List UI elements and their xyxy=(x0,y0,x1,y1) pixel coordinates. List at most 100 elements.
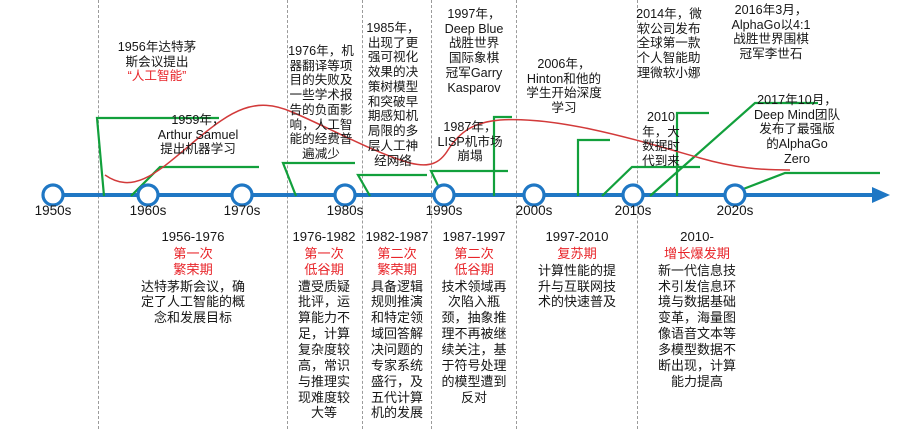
connector-2010 xyxy=(601,165,700,197)
anno-line: 提出机器学习 xyxy=(160,142,236,157)
anno-line: 层人工神 xyxy=(367,138,419,153)
phase-description: 达特茅斯会议，确定了人工智能的概念和发展目标 xyxy=(104,279,282,327)
phase-description-line: 颈，抽象推 xyxy=(441,310,507,326)
anno-line: Deep Blue xyxy=(444,21,504,36)
anno-line: 器翻译等项 xyxy=(289,58,353,73)
anno-line: Kasparov xyxy=(447,80,501,95)
phase-description-line: 批评，运 xyxy=(297,294,350,310)
phase-years: 1976-1982 xyxy=(292,229,356,244)
anno-line: Deep Mind团队 xyxy=(753,107,841,122)
phase-description-line: 大等 xyxy=(310,405,337,421)
anno-line: 1997年， xyxy=(447,7,501,21)
section-divider xyxy=(287,0,288,429)
phase-description-line: 高，常识 xyxy=(297,357,350,373)
tick-label-1950s: 1950s xyxy=(34,203,72,218)
anno-line: 代到来 xyxy=(642,154,680,169)
section-divider xyxy=(516,0,517,429)
tick-label-1990s: 1990s xyxy=(425,203,463,218)
phase-description-line: 达特茅斯会议，确 xyxy=(140,278,245,294)
anno-line: 局限的多 xyxy=(367,124,419,139)
anno-1956-dartmouth: 1956年达特茅斯会议提出“人工智能” xyxy=(92,40,222,84)
anno-line: 学生开始深度 xyxy=(526,86,602,101)
anno-line: Zero xyxy=(784,151,810,166)
section-divider xyxy=(637,0,638,429)
phase-years: 1956-1976 xyxy=(161,229,225,244)
anno-line: 软公司发布 xyxy=(637,21,701,36)
timeline-node-1970s xyxy=(230,183,254,207)
anno-line: 目的失败及 xyxy=(289,73,353,88)
phase-description-line: 于符号处理 xyxy=(441,357,507,373)
phase-years: 2010- xyxy=(680,229,714,244)
phase-description-line: 念和发展目标 xyxy=(153,310,232,326)
anno-line: 1987年， xyxy=(443,120,497,134)
phase-name: 第二次 xyxy=(377,245,417,261)
phase-description: 技术领域再次陷入瓶颈，抽象推理不再被继续关注，基于符号处理的模型遭到反对 xyxy=(433,279,515,406)
section-divider xyxy=(362,0,363,429)
anno-line: 效果的决 xyxy=(367,65,419,80)
connector-1985 xyxy=(356,173,427,197)
anno-line: 期感知机 xyxy=(367,109,419,124)
anno-line: 响，人工智 xyxy=(289,117,353,132)
phase-name: 第二次 xyxy=(454,245,494,261)
anno-line: LISP机市场 xyxy=(437,134,503,149)
anno-line: AlphaGo以4:1 xyxy=(731,17,811,32)
phase-name: 繁荣期 xyxy=(377,261,417,277)
timeline-node-2000s xyxy=(522,183,546,207)
phase-description-line: 新一代信息技 xyxy=(657,262,736,278)
phase-description-line: 能力提高 xyxy=(670,373,723,389)
anno-line: 出现了更 xyxy=(367,35,419,50)
anno-line: 强可视化 xyxy=(367,50,419,65)
phase-description-line: 专家系统 xyxy=(370,357,423,373)
tick-label-1970s: 1970s xyxy=(223,203,261,218)
phase-description-line: 的模型遭到 xyxy=(441,373,507,389)
phase-description: 遭受质疑批评，运算能力不足，计算复杂度较高，常识与推理实现难度较大等 xyxy=(288,279,360,422)
tick-label-2010s: 2010s xyxy=(614,203,652,218)
anno-1987-lisp-crash: 1987年，LISP机市场崩塌 xyxy=(432,120,508,164)
phase-description-line: 反对 xyxy=(460,389,487,405)
tick-label-1980s: 1980s xyxy=(326,203,364,218)
phase-description-line: 次陷入瓶 xyxy=(447,294,500,310)
anno-line: Arthur Samuel xyxy=(157,127,239,142)
phase-description-line: 变革，海量图 xyxy=(657,310,736,326)
phase-description-line: 计算性能的提 xyxy=(537,262,616,278)
phase-description-line: 盛行，及 xyxy=(370,373,423,389)
timeline-node-2010s xyxy=(621,183,645,207)
anno-line: 遍减少 xyxy=(302,147,340,162)
phase-description-line: 复杂度较 xyxy=(297,341,350,357)
anno-1985-decision-tree: 1985年，出现了更强可视化效果的决策树模型和突破早期感知机局限的多层人工神经网… xyxy=(360,21,426,168)
phase-description-line: 与推理实 xyxy=(297,373,350,389)
phase-description-line: 术的快速普及 xyxy=(537,294,616,310)
anno-line: 策树模型 xyxy=(367,79,419,94)
phase-description-line: 五代计算 xyxy=(370,389,423,405)
anno-line: 2017年10月， xyxy=(757,93,837,107)
anno-1976-funding-cut: 1976年，机器翻译等项目的失败及一些学术报告的负面影响，人工智能的经费普遍减少 xyxy=(285,44,357,162)
anno-line: 和突破早 xyxy=(367,94,419,109)
phase-description-line: 域回答解 xyxy=(370,326,423,342)
anno-line: 崩塌 xyxy=(457,149,483,164)
timeline-node-1960s xyxy=(136,183,160,207)
timeline-node-1980s xyxy=(333,183,357,207)
phase-name: 复苏期 xyxy=(557,245,597,261)
anno-line: 1976年，机 xyxy=(288,44,354,58)
phase-description: 具备逻辑规则推演和特定领域回答解决问题的专家系统盛行，及五代计算机的发展 xyxy=(363,279,431,422)
timeline-arrowhead xyxy=(872,187,890,203)
anno-line: 1959年， xyxy=(171,113,225,127)
anno-line: 冠军Garry xyxy=(445,65,503,80)
anno-line: Hinton和他的 xyxy=(526,71,602,86)
timeline-node-1990s xyxy=(432,183,456,207)
phase-description-line: 足，计算 xyxy=(297,326,350,342)
tick-label-2020s: 2020s xyxy=(716,203,754,218)
phase-description-line: 规则推演 xyxy=(370,294,423,310)
phase-description-line: 理不再被继 xyxy=(441,326,507,342)
phase-name: 低谷期 xyxy=(454,261,494,277)
section-divider xyxy=(431,0,432,429)
phase-name: 低谷期 xyxy=(304,261,344,277)
anno-line: 经网络 xyxy=(374,153,412,168)
phase-years: 1987-1997 xyxy=(442,229,506,244)
